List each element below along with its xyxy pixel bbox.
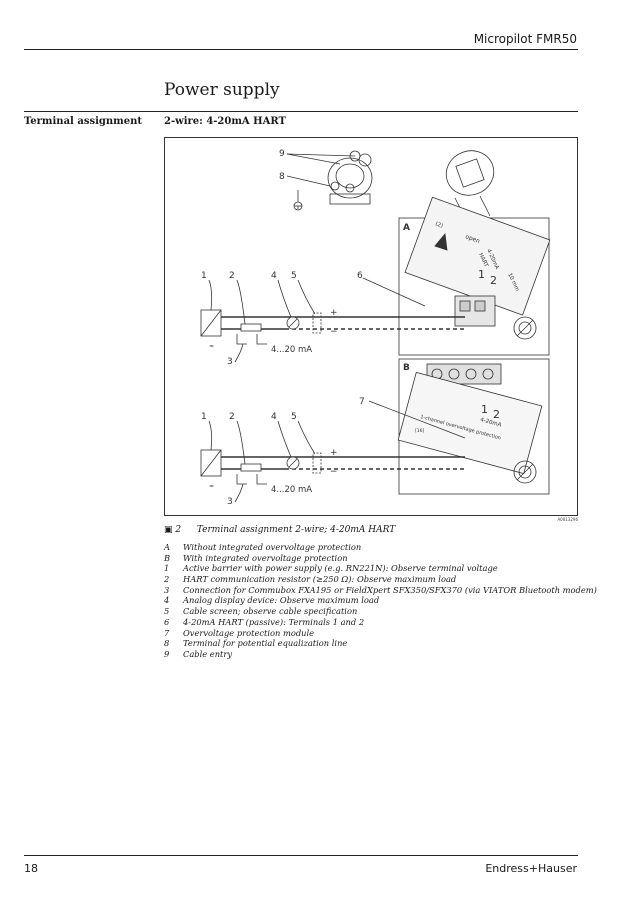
callout-9: 9 [279,149,285,159]
callout-7: 7 [359,397,365,407]
current-label-b: 4...20 mA [271,485,312,495]
callout-line-8 [286,175,331,187]
plus-sign-b: + [330,448,338,458]
figure-icon: ▣ 2 [164,525,182,535]
figure-caption: ▣ 2 Terminal assignment 2-wire; 4-20mA H… [164,525,395,535]
panel-b-label: B [403,363,410,373]
module-a-terminal-2: 2 [490,274,497,287]
callout-line-9a [286,153,341,165]
figure-id: A0013296 [557,517,578,522]
circuit-a: ≈ + − 4...20 mA [200,277,465,355]
current-label-a: 4...20 mA [271,345,312,355]
callout-8: 8 [279,172,285,182]
callout-2a: 2 [229,271,235,281]
svg-text:≈: ≈ [209,343,214,350]
footer-rule [24,855,578,856]
callout-line-9b [286,153,356,157]
header-product-name: Micropilot FMR50 [473,32,577,46]
section-rule [24,111,578,112]
module-a-hart: HART [477,252,489,268]
svg-text:≈: ≈ [209,483,214,490]
brand-name: Endress+Hauser [485,862,577,875]
plus-sign-a: + [330,308,338,318]
wiring-diagram: 9 8 A open 4-20mA HART 10 mm (2) 1 2 [164,137,578,516]
page-number: 18 [24,862,38,875]
module-a-terminal-1: 1 [478,268,485,281]
callout-6: 6 [357,271,363,281]
minus-sign-a: − [330,327,338,337]
module-a-2: (2) [434,221,443,229]
module-b-code: [16] [415,428,424,434]
module-b-terminal-2: 2 [493,408,500,421]
section-subtitle: 2-wire: 4-20mA HART [164,116,286,127]
panel-b: B 1-channel overvoltage protection 4-20m… [397,358,550,495]
callout-4a: 4 [271,271,277,281]
callout-2b: 2 [229,412,235,422]
ground-icon [293,190,303,211]
screw-terminal-b [513,460,537,484]
callout-5b: 5 [291,412,297,422]
callout-5a: 5 [291,271,297,281]
page-title: Power supply [164,80,280,100]
callout-4b: 4 [271,412,277,422]
module-b-current: 4-20mA [479,417,502,428]
callout-3a: 3 [227,357,233,367]
caption-number: 2 [175,525,182,535]
callout-1a: 1 [201,271,207,281]
header-rule [24,49,578,50]
screw-terminal-a [513,316,537,340]
callout-3b: 3 [227,497,233,507]
callout-1b: 1 [201,412,207,422]
panel-a-label: A [403,223,410,233]
module-b-terminal-1: 1 [481,403,488,416]
device-housing-left [327,150,373,205]
module-a-open: open [464,233,481,245]
esd-warning-icon [434,233,448,251]
side-label: Terminal assignment [24,116,142,127]
caption-text: Terminal assignment 2-wire; 4-20mA HART [196,525,396,535]
panel-a: A open 4-20mA HART 10 mm (2) 1 2 [398,196,551,356]
minus-sign-b: − [330,467,338,477]
